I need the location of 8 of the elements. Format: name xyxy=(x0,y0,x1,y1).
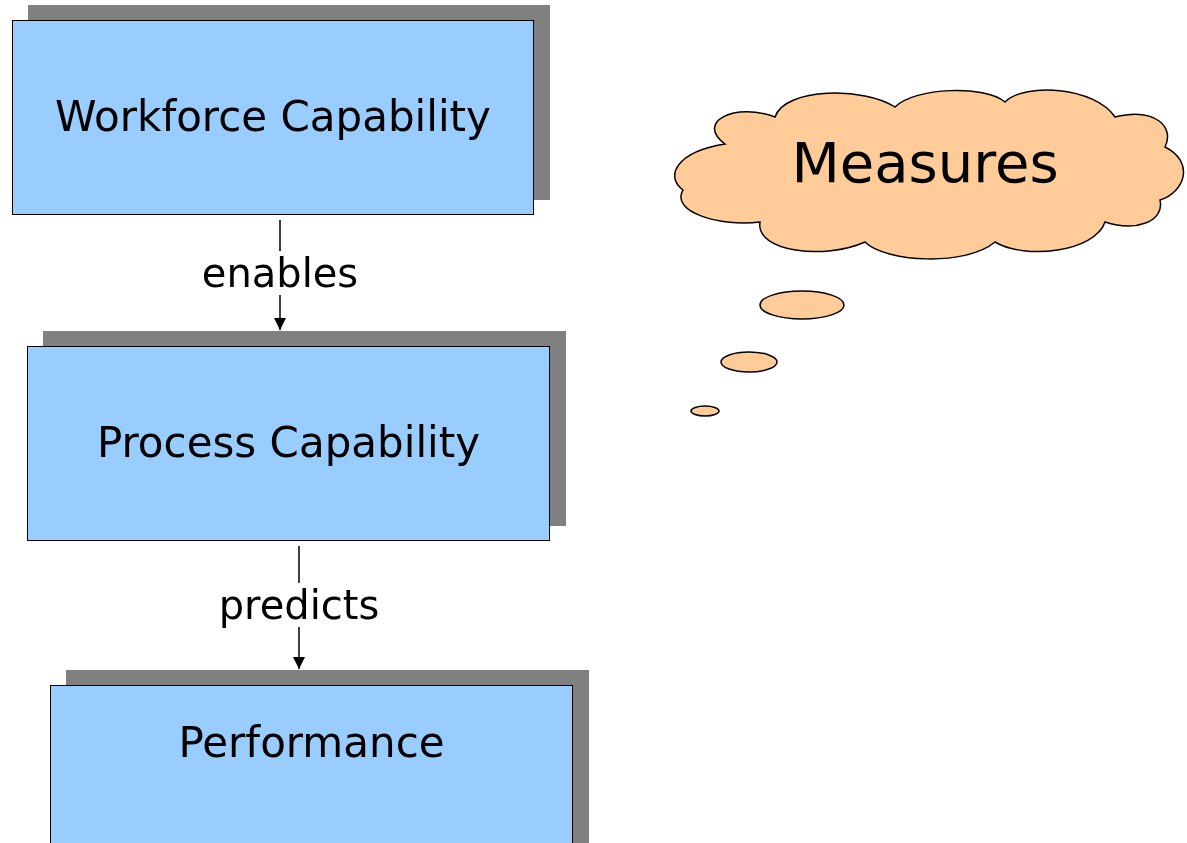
process-box xyxy=(27,346,550,541)
process-box xyxy=(50,685,573,843)
box-label: Workforce Capability xyxy=(55,91,491,144)
cloud-label: Measures xyxy=(791,129,1059,195)
thought-cloud xyxy=(674,89,1185,260)
box-label: Performance xyxy=(178,717,445,769)
process-box xyxy=(12,20,534,215)
box-label: Process Capability xyxy=(96,417,481,470)
